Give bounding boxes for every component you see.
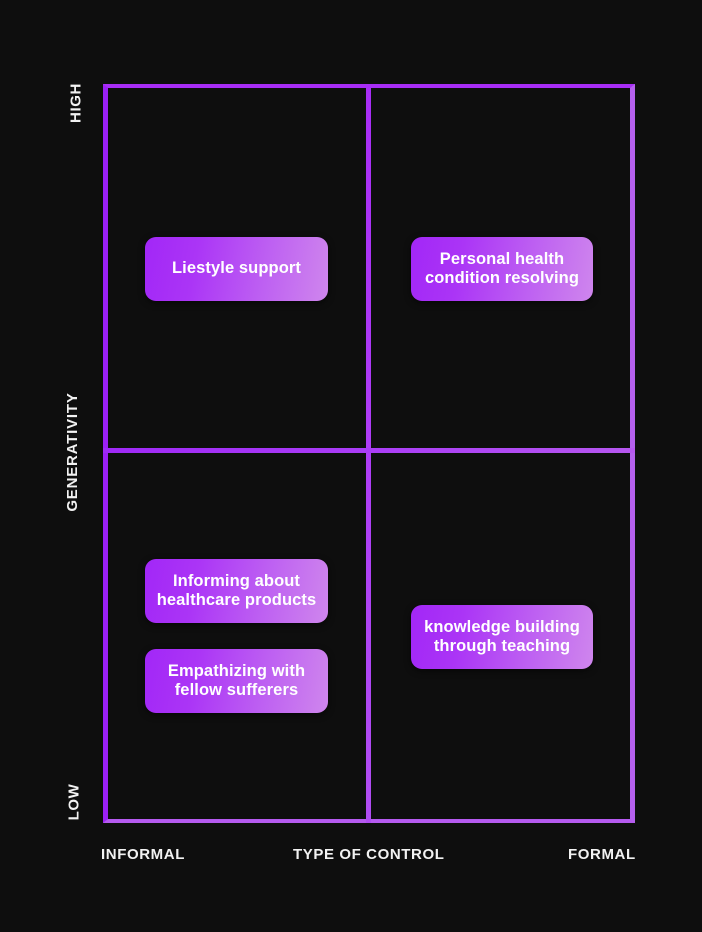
y-axis-title: GENERATIVITY xyxy=(64,392,81,512)
x-axis-formal-label: FORMAL xyxy=(568,846,636,863)
card-informing-products-line1: Informing about xyxy=(172,571,301,590)
x-axis-informal-label: INFORMAL xyxy=(101,846,185,863)
card-knowledge-building-line2: through teaching xyxy=(433,637,571,655)
horizontal-divider-line xyxy=(103,448,635,453)
card-personal-health-line2: condition resolving xyxy=(424,269,580,287)
card-knowledge-building-line1: knowledge building xyxy=(424,617,580,636)
x-axis-title: TYPE OF CONTROL xyxy=(293,846,445,863)
card-empathizing-line1: Empathizing with xyxy=(167,661,306,680)
card-informing-products-line2: healthcare products xyxy=(156,591,317,609)
y-axis-low-label: LOW xyxy=(65,783,83,821)
card-knowledge-building-through-teaching[interactable]: knowledge building through teaching xyxy=(411,605,593,669)
card-personal-health-condition-resolving[interactable]: Personal health condition resolving xyxy=(411,237,593,301)
card-personal-health-line1: Personal health xyxy=(439,249,565,268)
card-empathizing-line2: fellow sufferers xyxy=(174,681,299,699)
card-lifestyle-support-line1: Liestyle support xyxy=(171,259,302,278)
y-axis-high-label: HIGH xyxy=(67,83,85,123)
card-empathizing-with-fellow-sufferers[interactable]: Empathizing with fellow sufferers xyxy=(145,649,328,713)
card-lifestyle-support[interactable]: Liestyle support xyxy=(145,237,328,301)
card-informing-about-healthcare-products[interactable]: Informing about healthcare products xyxy=(145,559,328,623)
vertical-divider-line xyxy=(366,84,371,823)
